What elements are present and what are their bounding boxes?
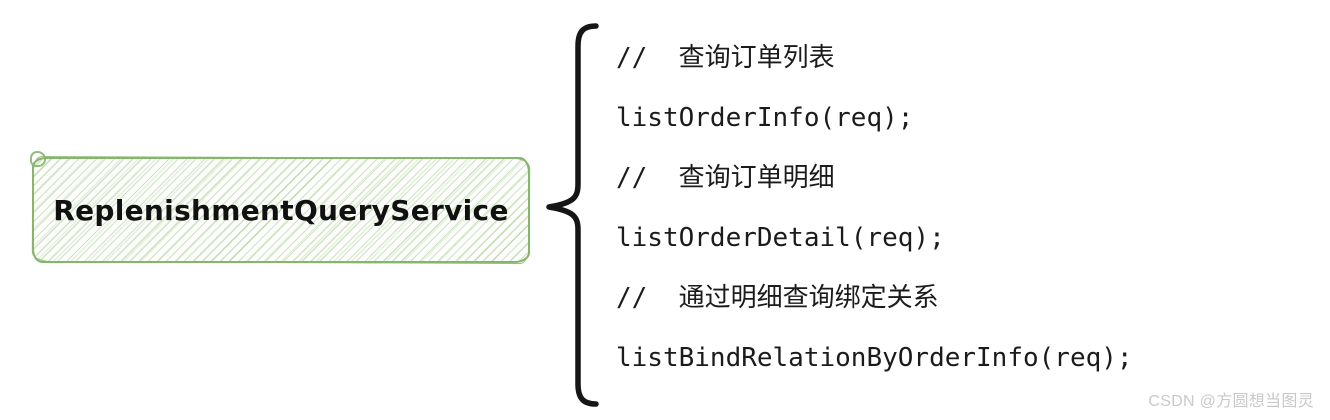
service-box-label: ReplenishmentQueryService [53,193,509,227]
code-line: listBindRelationByOrderInfo(req); [616,343,1133,373]
method-list: // 查询订单列表 listOrderInfo(req); // 查询订单明细 … [616,42,1133,402]
comment-line: // 查询订单明细 [616,163,835,193]
comment-line: // 通过明细查询绑定关系 [616,283,939,313]
service-box: ReplenishmentQueryService [30,151,530,263]
code-line: listOrderDetail(req); [616,223,945,253]
watermark: CSDN @方圆想当图灵 [1148,393,1314,410]
curly-brace-icon [546,23,599,407]
code-line: listOrderInfo(req); [616,103,914,133]
comment-line: // 查询订单列表 [616,43,835,73]
